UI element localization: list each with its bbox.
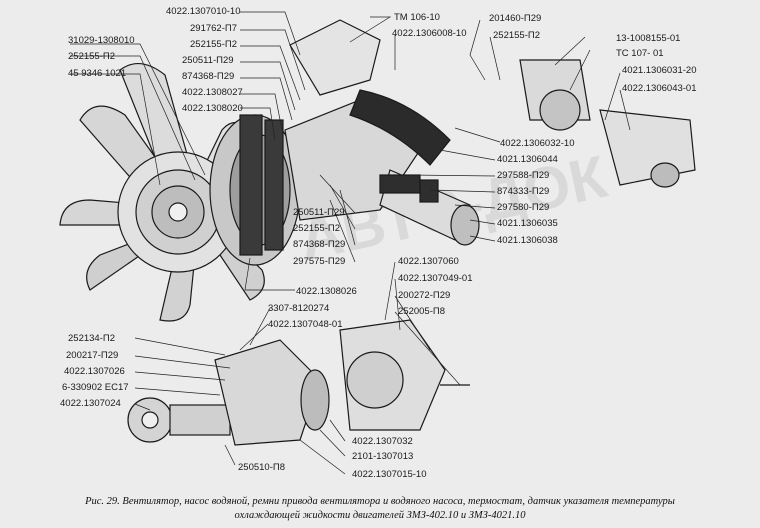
caption-line-1: Рис. 29. Вентилятор, насос водяной, ремн… <box>84 496 675 507</box>
label-4021-1306035: 4021.1306035 <box>497 218 558 229</box>
fan-drawing <box>59 63 265 322</box>
label-200272-p29: 200272-П29 <box>398 290 450 301</box>
label-4022-1306008-10: 4022.1306008-10 <box>392 28 467 39</box>
label-200217-p29: 200217-П29 <box>66 350 118 361</box>
leader-lines <box>70 11 631 475</box>
label-4022-1306032-10: 4022.1306032-10 <box>500 138 575 149</box>
label-6-330902-ec17: 6-330902 ЕС17 <box>62 382 129 393</box>
label-tm106-10: ТМ 106-10 <box>394 12 440 23</box>
label-4022-1308020: 4022.1308020 <box>182 103 243 114</box>
label-291762-p7: 291762-П7 <box>190 23 237 34</box>
label-4022-1306043-01: 4022.1306043-01 <box>622 83 697 94</box>
label-297580-p29: 297580-П29 <box>497 202 549 213</box>
label-297575-p29: 297575-П29 <box>293 256 345 267</box>
label-4021-1306038: 4021.1306038 <box>497 235 558 246</box>
label-4022-1307060: 4022.1307060 <box>398 256 459 267</box>
label-252134-p2: 252134-П2 <box>68 333 115 344</box>
hose-and-pipe-drawing <box>349 89 480 246</box>
label-4022-1308027: 4022.1308027 <box>182 87 243 98</box>
label-4022-1307049-01: 4022.1307049-01 <box>398 273 473 284</box>
label-297588-p29: 297588-П29 <box>497 170 549 181</box>
label-4022-1307015-10: 4022.1307015-10 <box>352 469 427 480</box>
label-874333-p29: 874333-П29 <box>497 186 549 197</box>
thermostat-drawing <box>519 59 696 188</box>
label-252155-p2-d: 252155-П2 <box>293 223 340 234</box>
label-250511-p29-a: 250511-П29 <box>182 55 234 66</box>
label-4021-1306031-20: 4021.1306031-20 <box>622 65 697 76</box>
label-4022-1307048-01: 4022.1307048-01 <box>268 319 343 330</box>
caption-line-2: охлаждающей жидкости двигателей ЗМЗ-402.… <box>235 510 527 521</box>
label-4022-1307010-10: 4022.1307010-10 <box>166 6 241 17</box>
label-252005-p8: 252005-П8 <box>398 306 445 317</box>
label-874368-p29-b: 874368-П29 <box>293 239 345 250</box>
label-874368-p29-a: 874368-П29 <box>182 71 234 82</box>
part-number-labels: 31029-1308010 252155-П2 45 9346 1021 402… <box>60 6 697 480</box>
label-tc107-01: ТС 107- 01 <box>616 48 664 59</box>
label-252155-p2-c: 252155-П2 <box>493 30 540 41</box>
label-3307-8120274: 3307-8120274 <box>268 303 329 314</box>
label-4022-1307032: 4022.1307032 <box>352 436 413 447</box>
label-201460-p29: 201460-П29 <box>489 13 541 24</box>
label-45-9346-1021: 45 9346 1021 <box>68 68 126 79</box>
label-250511-p29-b: 250511-П29 <box>293 207 345 218</box>
label-252155-p2-b: 252155-П2 <box>190 39 237 50</box>
label-2101-1307013: 2101-1307013 <box>352 451 413 462</box>
label-4021-1306044: 4021.1306044 <box>497 154 558 165</box>
label-4022-1308026: 4022.1308026 <box>296 286 357 297</box>
label-13-1008155-01: 13-1008155-01 <box>616 33 680 44</box>
label-31029-1308010: 31029-1308010 <box>68 35 135 46</box>
water-pump-drawing <box>127 319 470 446</box>
label-252155-p2-a: 252155-П2 <box>68 51 115 62</box>
label-4022-1307026: 4022.1307026 <box>64 366 125 377</box>
label-250510-p8: 250510-П8 <box>238 462 285 473</box>
label-4022-1307024: 4022.1307024 <box>60 398 121 409</box>
